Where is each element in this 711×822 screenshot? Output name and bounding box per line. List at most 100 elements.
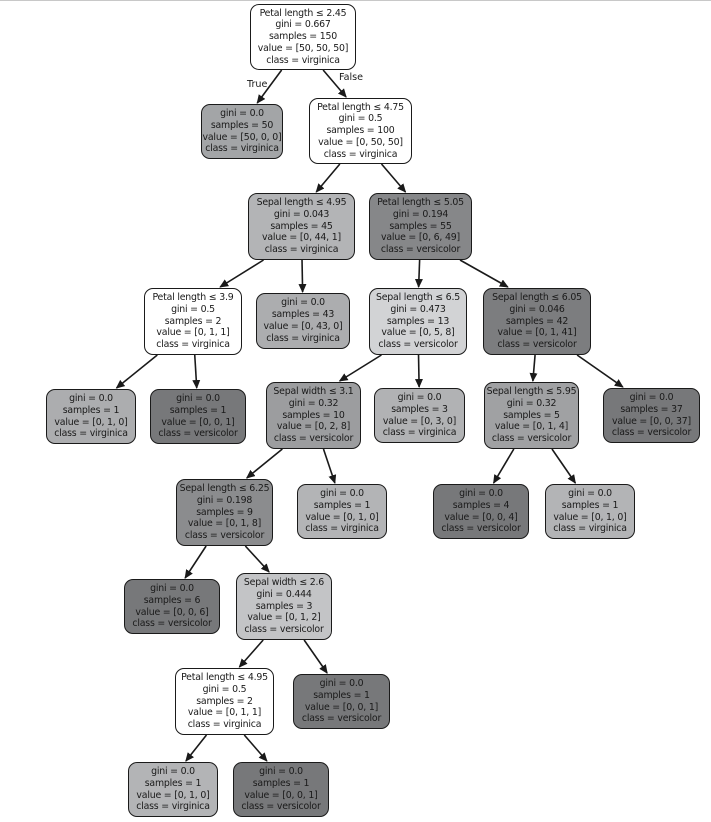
node-gini: gini = 0.194 <box>392 208 449 220</box>
node-value: value = [0, 1, 1] <box>156 327 230 339</box>
node-value: value = [0, 0, 6] <box>135 606 209 618</box>
node-gini: gini = 0.198 <box>196 494 253 506</box>
node-value: value = [0, 6, 49] <box>381 232 460 244</box>
tree-edge-n5-n10 <box>192 354 201 389</box>
node-split: Sepal width ≤ 2.6 <box>243 577 325 588</box>
tree-edge-n4-n7 <box>414 259 423 288</box>
node-gini: gini = 0.0 <box>568 487 612 499</box>
node-samples: samples = 1 <box>169 404 227 416</box>
node-samples: samples = 10 <box>282 409 345 421</box>
node-gini: gini = 0.0 <box>176 392 220 404</box>
node-class: class = virginica <box>266 332 340 344</box>
node-value: value = [0, 1, 0] <box>136 789 210 801</box>
node-class: class = virginica <box>553 523 627 535</box>
node-gini: gini = 0.046 <box>509 303 565 315</box>
tree-edge-n20-n21 <box>238 639 264 668</box>
node-value: value = [0, 1, 0] <box>553 511 627 523</box>
tree-edge-n2-n3 <box>315 163 341 193</box>
node-value: value = [0, 0, 1] <box>244 789 318 801</box>
node-split: Petal length ≤ 4.75 <box>317 101 404 113</box>
node-samples: samples = 1 <box>313 499 371 511</box>
tree-edge-n7-n12 <box>414 354 423 388</box>
tree-edge-n0-n1 <box>256 69 283 104</box>
node-value: value = [0, 0, 1] <box>304 701 379 713</box>
tree-edge-n3-n5 <box>219 259 264 288</box>
node-gini: gini = 0.0 <box>397 391 442 403</box>
node-value: value = [50, 0, 0] <box>202 131 282 143</box>
node-class: class = virginica <box>54 428 128 440</box>
node-gini: gini = 0.0 <box>320 487 364 499</box>
tree-edge-n21-n24 <box>243 734 268 762</box>
node-value: value = [0, 43, 0] <box>263 321 343 332</box>
node-value: value = [0, 1, 2] <box>247 612 321 624</box>
node-class: class = virginica <box>205 143 279 155</box>
node-samples: samples = 13 <box>386 315 450 327</box>
node-samples: samples = 1 <box>313 689 370 701</box>
node-class: class = virginica <box>187 719 262 731</box>
node-samples: samples = 1 <box>561 499 619 511</box>
node-samples: samples = 43 <box>271 309 335 321</box>
node-class: class = virginica <box>156 339 230 351</box>
node-value: value = [0, 1, 4] <box>494 421 569 433</box>
node-value: value = [0, 0, 37] <box>612 415 691 427</box>
node-split: Sepal length ≤ 6.5 <box>375 292 460 303</box>
node-samples: samples = 2 <box>164 315 222 327</box>
node-split: Petal length ≤ 5.05 <box>377 197 464 208</box>
top-border <box>0 0 711 1</box>
node-class: class = versicolor <box>158 428 238 440</box>
node-samples: samples = 55 <box>389 220 452 232</box>
node-class: class = versicolor <box>380 244 461 256</box>
node-class: class = virginica <box>323 148 398 160</box>
node-gini: gini = 0.0 <box>150 582 194 594</box>
node-split: Sepal length ≤ 5.95 <box>486 386 577 397</box>
node-gini: gini = 0.0 <box>151 765 195 777</box>
node-value: value = [0, 3, 0] <box>382 415 457 427</box>
node-gini: gini = 0.32 <box>506 397 557 409</box>
node-value: value = [0, 1, 8] <box>187 518 262 530</box>
tree-edge-n11-n16 <box>322 448 337 484</box>
node-samples: samples = 3 <box>255 600 313 612</box>
node-class: class = versicolor <box>184 530 265 542</box>
tree-edge-n20-n22 <box>303 639 328 674</box>
tree-edge-n11-n15 <box>245 448 283 479</box>
node-gini: gini = 0.444 <box>256 588 312 600</box>
tree-edge-n3-n6 <box>298 259 307 293</box>
node-gini: gini = 0.473 <box>390 303 446 315</box>
node-samples: samples = 50 <box>210 119 274 131</box>
tree-edge-n7-n11 <box>338 354 382 382</box>
tree-edge-n2-n4 <box>380 163 407 193</box>
node-class: class = versicolor <box>301 713 382 725</box>
tree-edge-n8-n13 <box>529 354 538 382</box>
edge-label-false: False <box>339 72 364 83</box>
node-samples: samples = 2 <box>196 695 253 707</box>
node-samples: samples = 100 <box>326 125 395 137</box>
node-samples: samples = 1 <box>62 404 120 416</box>
node-samples: samples = 150 <box>268 31 338 43</box>
node-value: value = [0, 1, 0] <box>305 511 379 523</box>
node-samples: samples = 1 <box>144 777 202 789</box>
node-value: value = [50, 50, 50] <box>257 42 349 54</box>
tree-edge-n15-n20 <box>244 545 270 573</box>
tree-edge-n13-n18 <box>551 448 577 484</box>
node-samples: samples = 9 <box>196 506 253 518</box>
node-split: Sepal length ≤ 6.25 <box>179 483 270 494</box>
tree-edge-n0-n2 <box>322 69 347 98</box>
node-gini: gini = 0.32 <box>288 397 339 409</box>
node-split: Sepal length ≤ 6.05 <box>492 292 582 303</box>
node-samples: samples = 42 <box>505 315 569 327</box>
